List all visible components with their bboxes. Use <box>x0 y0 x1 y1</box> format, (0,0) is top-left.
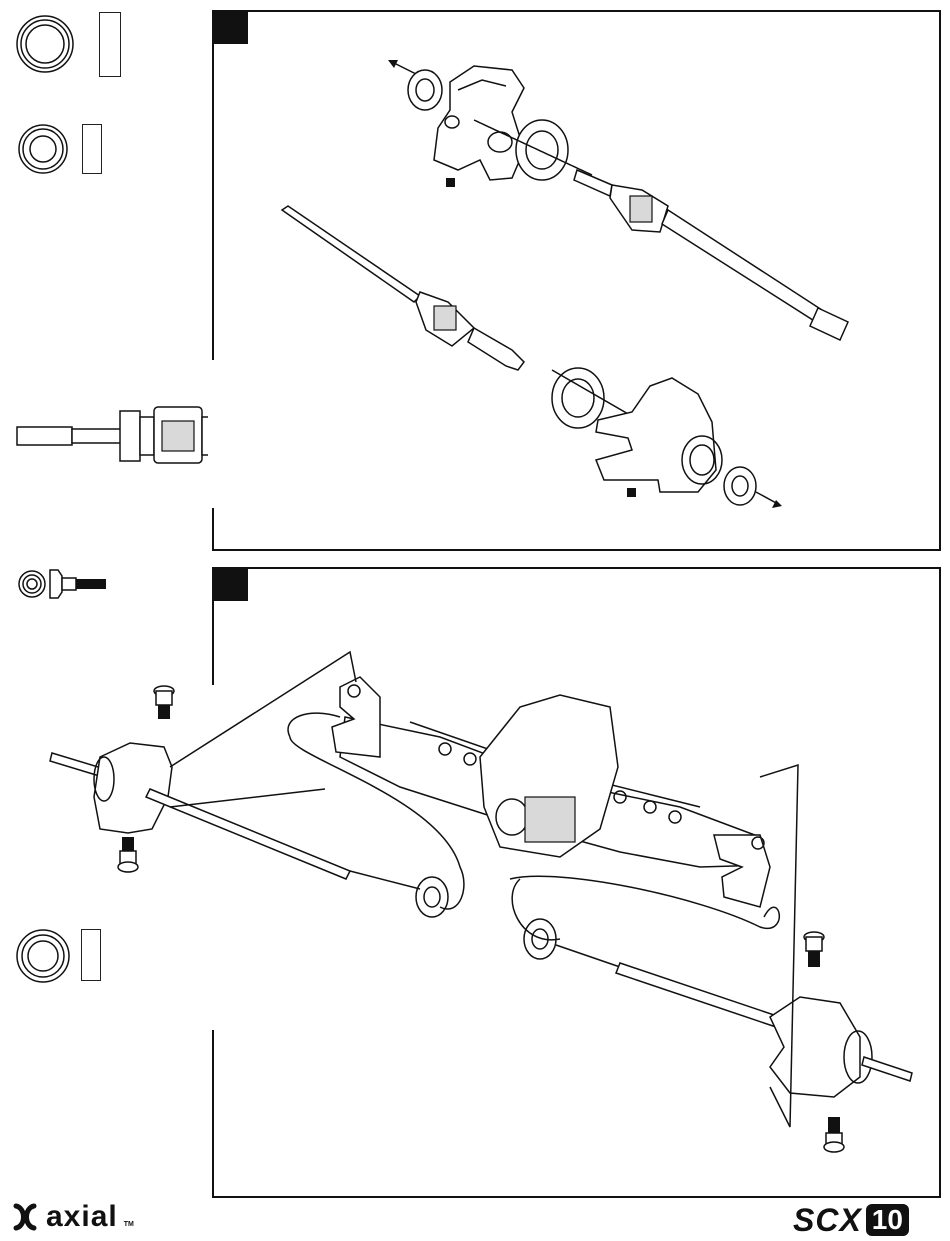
shouldered-screw-icon-right-top <box>804 932 824 967</box>
small-bearing-icon <box>17 123 69 175</box>
universal-axle-icon <box>574 170 848 340</box>
axle-housing-icon <box>332 677 770 907</box>
steering-knuckle-icon-lower <box>596 378 722 492</box>
large-bearing-icon-second <box>552 368 604 428</box>
step-2-illustration <box>0 567 950 1198</box>
step-1-marker-top <box>446 178 455 187</box>
small-bearing-icon-second <box>724 467 756 505</box>
steering-knuckle-icon-left <box>50 743 350 879</box>
scx10-logo-number: 10 <box>866 1204 909 1236</box>
small-bearing-icon <box>408 70 442 110</box>
universal-axle-icon-lower <box>282 206 524 370</box>
shouldered-screw-icon-right-bottom <box>824 1117 844 1152</box>
axial-logo-mark-icon <box>10 1202 40 1232</box>
large-bearing-icon <box>15 14 75 74</box>
large-bearing-icon-step2-left <box>416 877 448 917</box>
small-bearing-side-view <box>82 124 102 174</box>
shouldered-screw-icon-left-bottom <box>118 837 138 872</box>
large-bearing-icon <box>516 120 568 180</box>
axial-logo-text: axial <box>46 1200 118 1234</box>
step-1-marker-bottom <box>627 488 636 497</box>
axial-logo-trademark: TM <box>124 1221 134 1228</box>
scx10-logo: SCX 10 <box>793 1203 909 1237</box>
axial-logo: axial TM <box>10 1200 134 1234</box>
step-1-illustration <box>212 10 941 551</box>
shouldered-screw-icon-left-top <box>154 686 174 719</box>
large-bearing-icon-step2-right <box>524 919 556 959</box>
large-bearing-side-view <box>99 12 121 77</box>
scx10-logo-text: SCX <box>793 1202 862 1239</box>
